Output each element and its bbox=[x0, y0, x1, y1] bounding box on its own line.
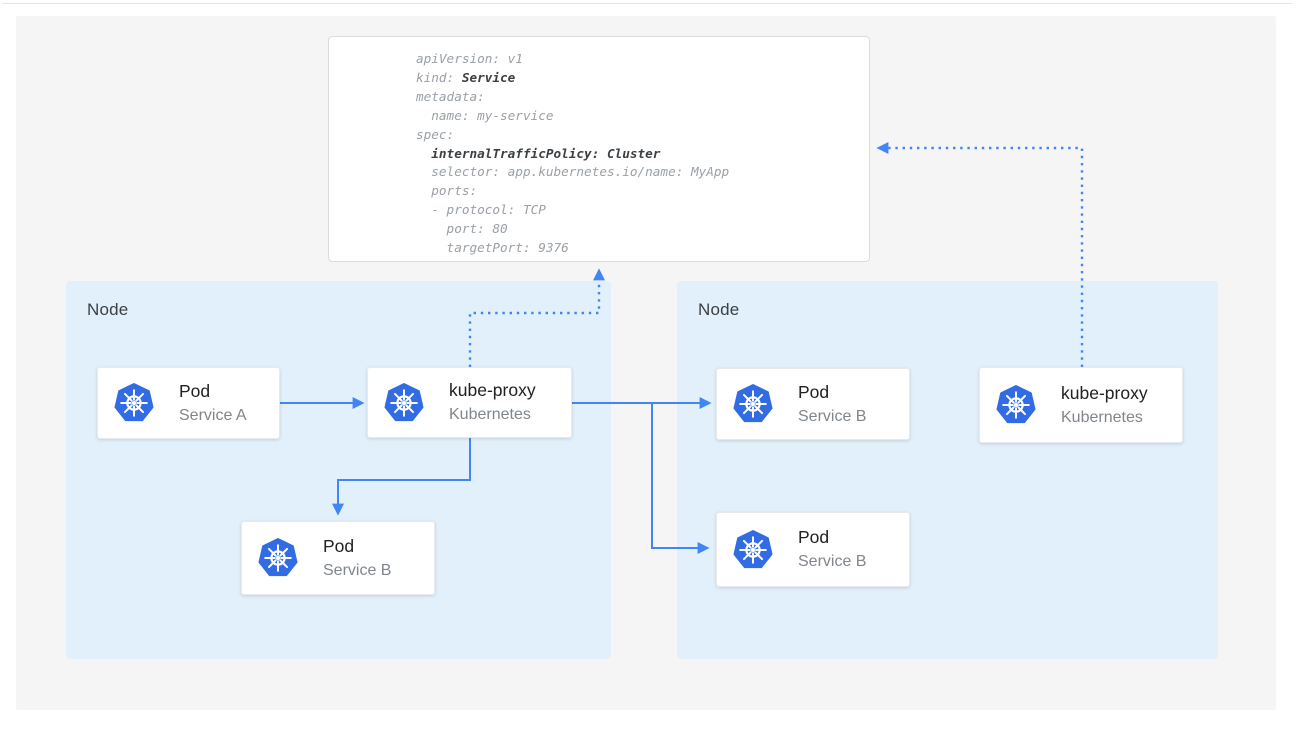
code-line: ports: bbox=[416, 183, 478, 199]
card-title: kube-proxy bbox=[1061, 382, 1148, 403]
card-subtitle: Service B bbox=[323, 561, 392, 579]
node-label: Node bbox=[87, 300, 129, 319]
code-line: kind: Service bbox=[416, 69, 516, 85]
card-title: Pod bbox=[179, 380, 211, 401]
top-divider bbox=[2, 3, 1292, 4]
diagram-canvas: Node Node bbox=[16, 16, 1276, 710]
kubernetes-icon bbox=[733, 530, 773, 570]
kubernetes-icon bbox=[258, 538, 298, 578]
code-line: - protocol: TCP bbox=[416, 202, 546, 218]
code-line: targetPort: 9376 bbox=[416, 240, 569, 256]
kubernetes-icon bbox=[996, 385, 1036, 425]
kubernetes-icon bbox=[733, 384, 773, 424]
node-left: Node bbox=[66, 281, 611, 659]
pod-card-service-a: Pod Service A bbox=[97, 367, 280, 439]
pod-card-service-b-right-bottom: Pod Service B bbox=[716, 512, 910, 587]
code-line: apiVersion: v1 bbox=[416, 51, 523, 66]
pod-card-service-b-left: Pod Service B bbox=[241, 521, 435, 595]
card-title: kube-proxy bbox=[449, 380, 536, 400]
code-line: selector: app.kubernetes.io/name: MyApp bbox=[416, 164, 730, 180]
card-subtitle: Kubernetes bbox=[1061, 408, 1143, 426]
node-right: Node bbox=[677, 281, 1218, 659]
card-title: Pod bbox=[323, 535, 355, 556]
node-label: Node bbox=[698, 300, 740, 319]
card-title: Pod bbox=[798, 527, 830, 547]
yaml-code-block: apiVersion: v1 kind: Service metadata: n… bbox=[328, 36, 870, 262]
code-line: internalTrafficPolicy: Cluster bbox=[431, 145, 661, 161]
code-line: metadata: bbox=[416, 88, 485, 104]
pod-card-service-b-right-top: Pod Service B bbox=[716, 368, 910, 440]
kubernetes-icon bbox=[114, 383, 154, 423]
card-subtitle: Service A bbox=[179, 406, 247, 424]
code-line: port: 80 bbox=[416, 221, 508, 237]
card-subtitle: Service B bbox=[798, 553, 867, 570]
card-title: Pod bbox=[798, 381, 830, 402]
code-line: name: my-service bbox=[416, 107, 554, 123]
card-subtitle: Kubernetes bbox=[449, 406, 531, 423]
kubernetes-icon bbox=[384, 383, 424, 423]
card-subtitle: Service B bbox=[798, 407, 867, 425]
code-line: spec: bbox=[416, 126, 455, 142]
kube-proxy-card-left: kube-proxy Kubernetes bbox=[367, 367, 572, 438]
kube-proxy-card-right: kube-proxy Kubernetes bbox=[979, 367, 1183, 443]
